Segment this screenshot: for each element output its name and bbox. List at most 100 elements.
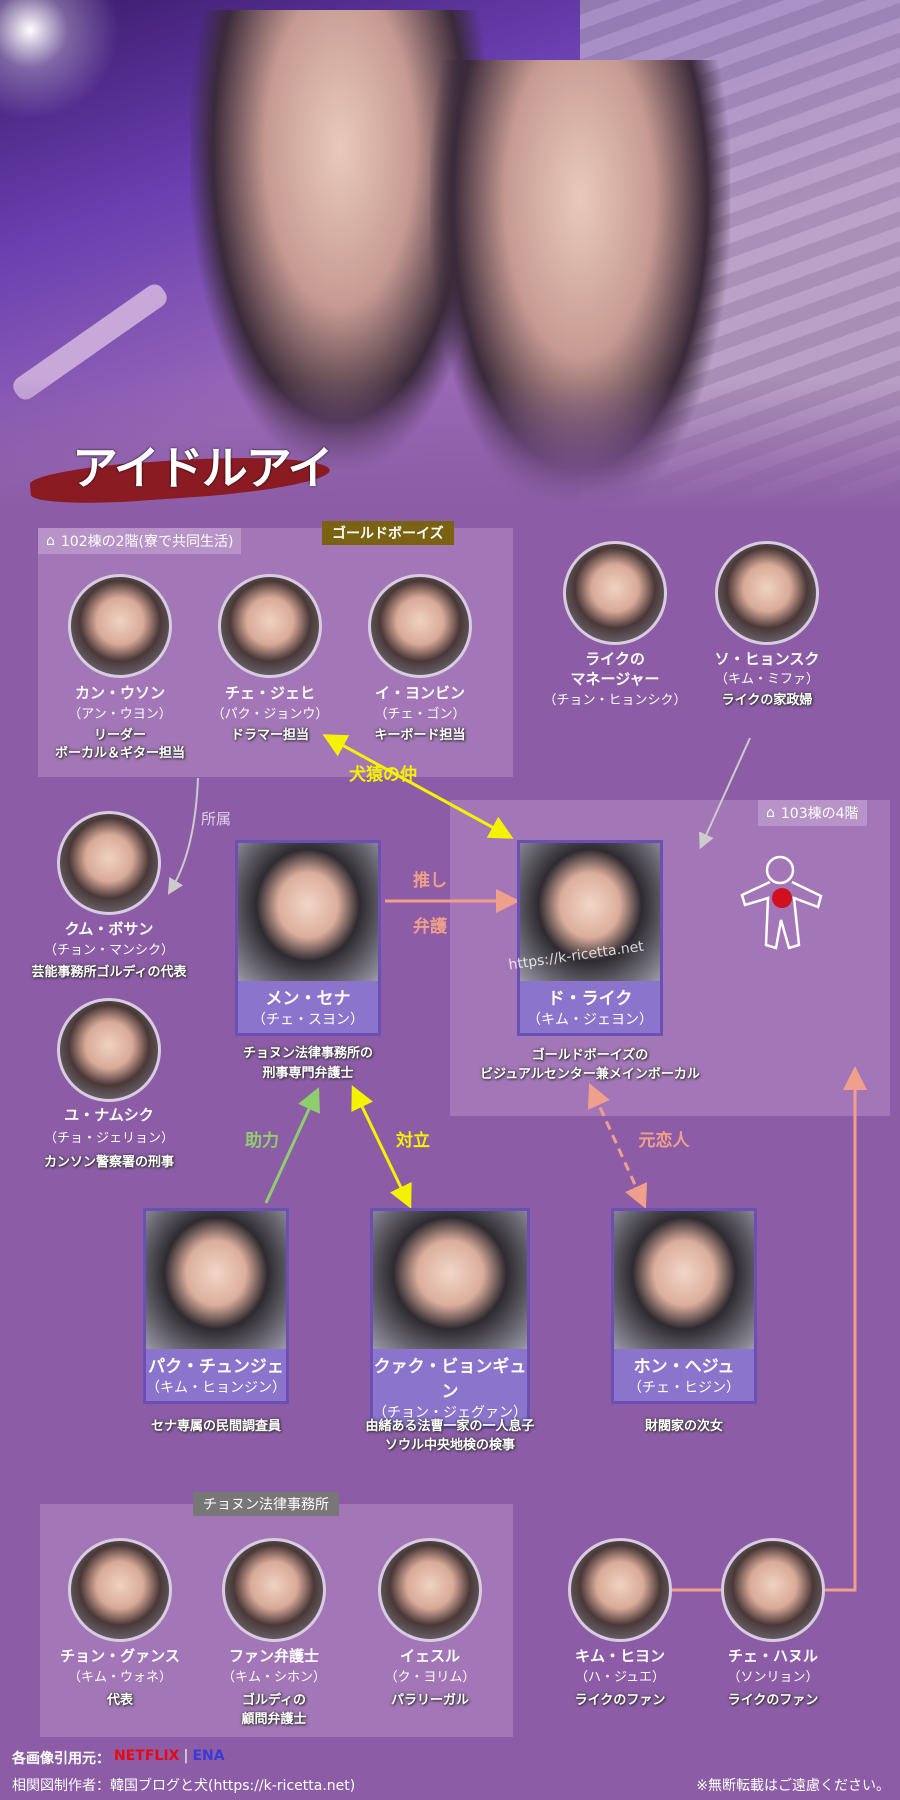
kim-hyeon-photo bbox=[568, 1538, 672, 1642]
raik-actor: （キム・ジェヨン） bbox=[527, 1012, 653, 1028]
park-name: パク・チュンジェ bbox=[148, 1357, 284, 1377]
hwang-name: ファン弁護士 bbox=[228, 1647, 320, 1665]
kang-role-2: ボーカル＆ギター担当 bbox=[54, 746, 186, 761]
kim-hyeon-name: キム・ヒヨン bbox=[574, 1647, 666, 1665]
chae-haneul-role: ライクのファン bbox=[727, 1693, 819, 1708]
park-photo bbox=[146, 1211, 286, 1349]
netflix-logo: NETFLIX bbox=[114, 1748, 180, 1764]
goldboys-tag: ゴールドボーイズ bbox=[322, 521, 454, 545]
chae-jehi-role: ドラマー担当 bbox=[230, 728, 310, 743]
lee-role: キーボード担当 bbox=[374, 728, 466, 743]
ena-logo: ENA bbox=[192, 1748, 225, 1764]
kang-actor: （アン・ウヨン） bbox=[68, 707, 172, 722]
hwang-photo bbox=[222, 1538, 326, 1642]
park-actor: （キム・ヒョンジン） bbox=[146, 1380, 286, 1396]
hong-card: ホン・ヘジュ （チェ・ヒジン） bbox=[611, 1208, 757, 1404]
kim-hyeon-role: ライクのファン bbox=[574, 1693, 666, 1708]
kang-photo bbox=[68, 574, 172, 678]
raik-name: ド・ライク bbox=[547, 989, 633, 1009]
yesul-actor: （ク・ヨリム） bbox=[384, 1670, 476, 1685]
house103-label-text: 103棟の4階 bbox=[780, 806, 859, 822]
yu-actor: （チョ・ジェリョン） bbox=[43, 1131, 175, 1146]
yesul-name: イェスル bbox=[399, 1647, 461, 1665]
chae-haneul-photo bbox=[721, 1538, 825, 1642]
house-icon: ⌂ bbox=[46, 533, 55, 549]
blood-stain bbox=[772, 888, 792, 908]
kim-hyeon-actor: （ハ・ジュエ） bbox=[574, 1670, 666, 1685]
help-arrow bbox=[264, 1087, 320, 1204]
ex-lover-arrow bbox=[588, 1083, 647, 1209]
manager-name: ライクの bbox=[585, 650, 645, 668]
sena-role: チョヌン法律事務所の bbox=[242, 1046, 374, 1061]
manager-name-2: マネージャー bbox=[570, 670, 660, 688]
relation-conflict: 対立 bbox=[396, 1131, 430, 1151]
sena-photo bbox=[238, 843, 378, 981]
hero-banner bbox=[0, 0, 900, 510]
chae-haneul-actor: （ソンリョン） bbox=[727, 1670, 819, 1685]
affiliation-arrow bbox=[167, 777, 199, 895]
sena-role-2: 刑事専門弁護士 bbox=[262, 1066, 354, 1081]
author-credit: 相関図制作者：韓国ブログと犬(https://k-ricetta.net) bbox=[12, 1778, 356, 1794]
kwak-name: クァク・ビョンギュン bbox=[373, 1357, 527, 1402]
so-name: ソ・ヒョンスク bbox=[714, 650, 820, 668]
lee-name: イ・ヨンビン bbox=[374, 684, 466, 702]
yu-photo bbox=[57, 998, 161, 1102]
so-photo bbox=[715, 541, 819, 645]
lee-actor: （チェ・ゴン） bbox=[374, 707, 466, 722]
chae-haneul-name: チェ・ハヌル bbox=[727, 1647, 819, 1665]
housekeeper-arrow bbox=[699, 737, 751, 850]
sena-card: メン・セナ （チェ・スヨン） bbox=[235, 840, 381, 1036]
source-label: 各画像引用元： bbox=[12, 1751, 110, 1767]
yesul-photo bbox=[378, 1538, 482, 1642]
kang-role: リーダー bbox=[93, 728, 147, 743]
kum-photo bbox=[57, 811, 161, 915]
hwang-actor: （キム・シホン） bbox=[221, 1670, 327, 1685]
kwak-role: 由緒ある法曹一家の一人息子 bbox=[365, 1419, 535, 1434]
conflict-arrow bbox=[351, 1085, 412, 1209]
kwak-actor: （チョン・ジェグァン） bbox=[373, 1405, 527, 1421]
kum-role: 芸能事務所ゴルディの代表 bbox=[31, 965, 187, 980]
hong-actor: （チェ・ヒジン） bbox=[628, 1380, 740, 1396]
relation-affiliation: 所属 bbox=[201, 810, 232, 828]
separator: | bbox=[183, 1748, 189, 1764]
hong-role: 財閥家の次女 bbox=[644, 1419, 724, 1434]
relation-defense: 弁護 bbox=[413, 917, 447, 937]
raik-card: ド・ライク （キム・ジェヨン） bbox=[517, 840, 663, 1036]
sena-actor: （チェ・スヨン） bbox=[252, 1012, 364, 1028]
hong-photo bbox=[614, 1211, 754, 1349]
park-role: セナ専属の民間調査員 bbox=[150, 1419, 282, 1434]
manager-actor: （チョン・ヒョンシク） bbox=[543, 693, 687, 708]
dorm-label: ⌂ 102棟の2階(寮で共同生活) bbox=[38, 528, 242, 554]
jeong-name: チョン・グァンス bbox=[60, 1647, 180, 1665]
jeong-photo bbox=[68, 1538, 172, 1642]
relation-help: 助力 bbox=[245, 1131, 279, 1151]
hwang-role-2: 顧問弁護士 bbox=[241, 1712, 307, 1727]
relation-ex-lover: 元恋人 bbox=[638, 1131, 690, 1151]
drama-title: アイドルアイ bbox=[72, 441, 333, 495]
law-firm-tag: チョヌン法律事務所 bbox=[193, 1492, 339, 1516]
hwang-role: ゴルディの bbox=[241, 1693, 307, 1708]
kwak-card: クァク・ビョンギュン （チョン・ジェグァン） bbox=[370, 1208, 530, 1429]
yu-name: ユ・ナムシク bbox=[64, 1106, 154, 1124]
manager-photo bbox=[563, 541, 667, 645]
sena-name: メン・セナ bbox=[265, 989, 351, 1009]
enemies-arrow bbox=[322, 734, 514, 839]
chae-jehi-photo bbox=[218, 574, 322, 678]
yesul-role: パラリーガル bbox=[390, 1693, 470, 1708]
kwak-photo bbox=[373, 1211, 527, 1349]
kum-name: クム・ボサン bbox=[64, 920, 154, 938]
kum-actor: （チョン・マンシク） bbox=[43, 943, 175, 958]
jeong-actor: （キム・ウォネ） bbox=[67, 1670, 173, 1685]
chae-jehi-actor: （パク・ジョンウ） bbox=[211, 707, 329, 722]
kang-name: カン・ウソン bbox=[74, 684, 166, 702]
house103-label: ⌂ 103棟の4階 bbox=[758, 800, 867, 826]
relation-oshi: 推し bbox=[413, 871, 447, 891]
chae-jehi-name: チェ・ジェヒ bbox=[224, 684, 316, 702]
house-icon: ⌂ bbox=[766, 805, 775, 821]
raik-role-2: ビジュアルセンター兼メインボーカル bbox=[480, 1067, 700, 1082]
relation-enemies: 犬猿の仲 bbox=[349, 765, 417, 785]
hong-name: ホン・ヘジュ bbox=[633, 1357, 735, 1377]
dorm-label-text: 102棟の2階(寮で共同生活) bbox=[60, 534, 234, 550]
so-role: ライクの家政婦 bbox=[721, 693, 813, 708]
